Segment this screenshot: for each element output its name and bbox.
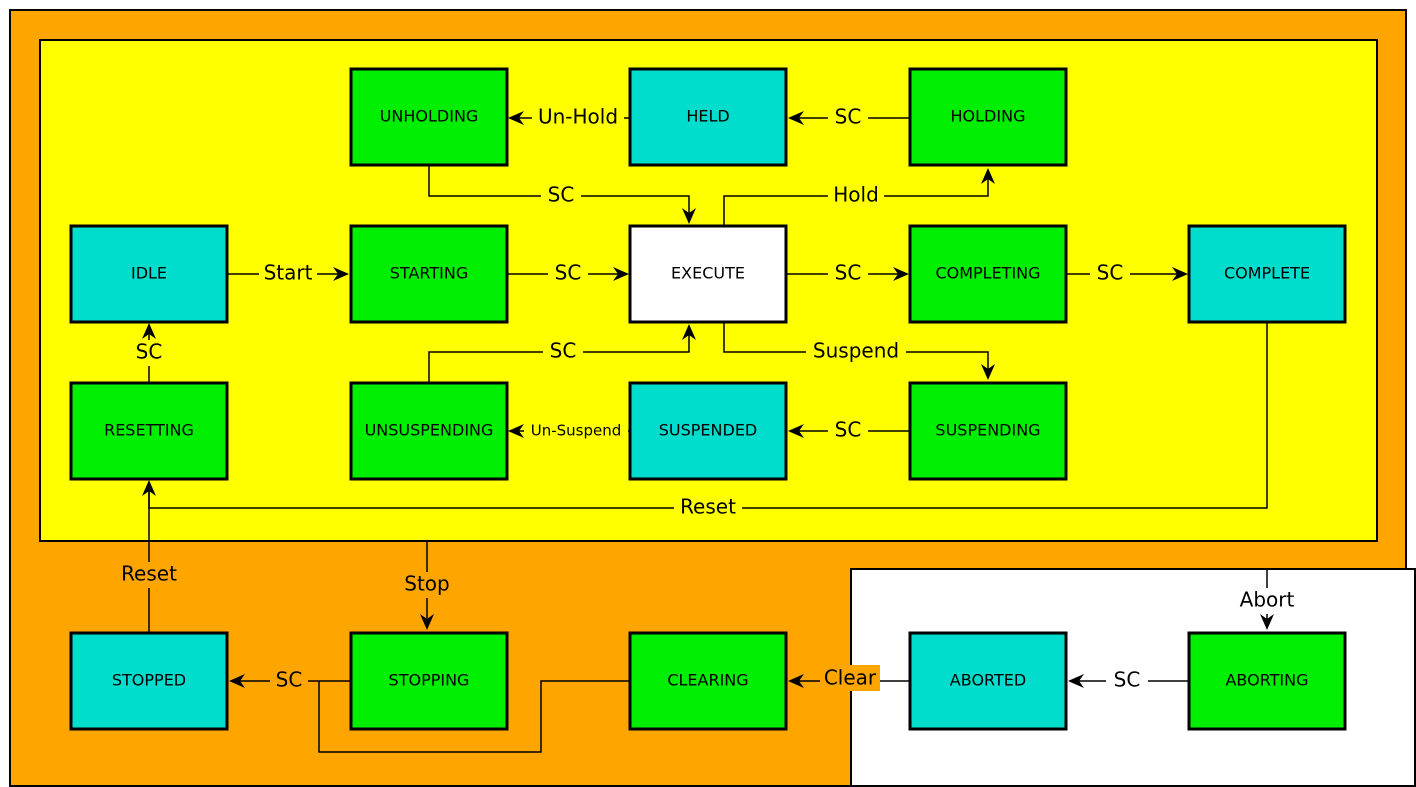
transition-completing-sc: SC (1090, 260, 1130, 286)
state-box-starting (349, 224, 509, 324)
transition-un-hold: Un-Hold (532, 104, 624, 130)
arrowhead (788, 424, 804, 438)
transition-label-un-hold: Un-Hold (538, 105, 618, 129)
arrowhead (333, 267, 349, 281)
transition-label-aborting-sc: SC (1114, 668, 1141, 692)
arrowhead (508, 111, 524, 125)
transition-starting-sc: SC (548, 260, 588, 286)
state-label-stopped: STOPPED (112, 671, 186, 690)
state-label-holding: HOLDING (951, 107, 1026, 126)
arrowhead (682, 324, 696, 340)
arrowhead (1172, 267, 1188, 281)
transition-label-reset-stopped: Reset (121, 562, 177, 586)
state-label-stopping: STOPPING (389, 671, 470, 690)
transition-reset-stopped: Reset (115, 562, 183, 588)
state-label-execute: EXECUTE (671, 264, 745, 283)
transition-hold: Hold (828, 182, 884, 208)
state-box-unholding (349, 67, 509, 167)
state-box-stopped (69, 631, 229, 731)
state-label-complete: COMPLETE (1224, 264, 1310, 283)
transition-label-execute-sc: SC (835, 261, 862, 285)
transition-suspend: Suspend (806, 338, 906, 364)
transition-reset-complete: Reset (674, 494, 742, 520)
transition-label-unholding-sc: SC (548, 183, 575, 207)
transition-suspending-sc: SC (828, 417, 868, 443)
transition-label-abort: Abort (1240, 588, 1295, 612)
state-label-suspending: SUSPENDING (935, 421, 1040, 440)
arrowhead (1068, 674, 1084, 688)
state-box-suspending (908, 381, 1068, 481)
transition-abort: Abort (1234, 588, 1300, 614)
transition-resetting-sc: SC (131, 340, 167, 366)
transition-label-completing-sc: SC (1097, 261, 1124, 285)
transition-label-start: Start (264, 261, 313, 285)
transition-label-suspend: Suspend (813, 339, 899, 363)
arrowhead (1260, 614, 1274, 630)
transition-label-starting-sc: SC (555, 261, 582, 285)
state-box-held (628, 67, 788, 167)
state-label-aborted: ABORTED (950, 671, 1026, 690)
state-label-resetting: RESETTING (104, 421, 194, 440)
state-box-completing (908, 224, 1068, 324)
state-box-aborted (908, 631, 1068, 731)
transition-label-resetting-sc: SC (136, 340, 163, 364)
state-label-suspended: SUSPENDED (659, 421, 758, 440)
state-label-held: HELD (686, 107, 729, 126)
transition-start: Start (259, 260, 317, 286)
state-label-clearing: CLEARING (667, 671, 748, 690)
transition-label-reset-complete: Reset (680, 495, 736, 519)
state-label-starting: STARTING (390, 264, 468, 283)
state-box-unsuspending (349, 381, 509, 481)
state-label-unholding: UNHOLDING (380, 107, 479, 126)
transition-label-un-suspend: Un-Suspend (531, 422, 622, 440)
state-label-unsuspending: UNSUSPENDING (365, 421, 494, 440)
state-label-completing: COMPLETING (935, 264, 1040, 283)
transition-aborting-sc: SC (1106, 667, 1148, 693)
transition-unholding-sc: SC (541, 182, 581, 208)
arrowhead (788, 111, 804, 125)
state-box-aborting (1187, 631, 1347, 731)
arrowhead (788, 674, 804, 688)
state-boxes: UNHOLDING HELD HOLDING IDLE STARTING EXE… (69, 67, 1347, 731)
arrowhead (893, 267, 909, 281)
state-box-clearing (628, 631, 788, 731)
transition-label-unsuspending-sc: SC (550, 339, 577, 363)
transition-execute-sc: SC (828, 260, 868, 286)
state-box-suspended (628, 381, 788, 481)
arrowhead (981, 364, 995, 380)
transition-clear: Clear (820, 665, 880, 691)
arrowhead (682, 208, 696, 224)
transition-un-suspend: Un-Suspend (524, 421, 628, 441)
state-box-complete (1187, 224, 1347, 324)
state-box-resetting (69, 381, 229, 481)
arrowheads (142, 111, 1274, 688)
transition-labels: Un-Hold SC SC Hold Start SC SC SC (115, 104, 1300, 693)
transition-label-clear: Clear (824, 666, 877, 690)
arrowhead (613, 267, 629, 281)
transition-label-suspending-sc: SC (835, 418, 862, 442)
transition-label-held-sc: SC (835, 105, 862, 129)
state-box-stopping (349, 631, 509, 731)
transition-label-stopping-sc: SC (276, 668, 303, 692)
transition-stop: Stop (399, 572, 455, 598)
arrowhead (508, 424, 524, 438)
arrowhead (981, 168, 995, 184)
state-label-aborting: ABORTING (1225, 671, 1308, 690)
state-box-execute (628, 224, 788, 324)
arrowhead (229, 674, 245, 688)
transition-held-sc: SC (828, 104, 868, 130)
transition-unsuspending-sc: SC (543, 338, 583, 364)
arrowhead (142, 480, 156, 496)
transition-stopping-sc: SC (270, 667, 308, 693)
state-box-idle (69, 224, 229, 324)
arrowhead (142, 323, 156, 339)
transition-label-hold: Hold (833, 183, 879, 207)
state-label-idle: IDLE (131, 264, 167, 283)
arrowhead (420, 614, 434, 630)
state-box-holding (908, 67, 1068, 167)
edge-clearing-loop (318, 680, 630, 753)
transition-label-stop: Stop (404, 572, 449, 596)
